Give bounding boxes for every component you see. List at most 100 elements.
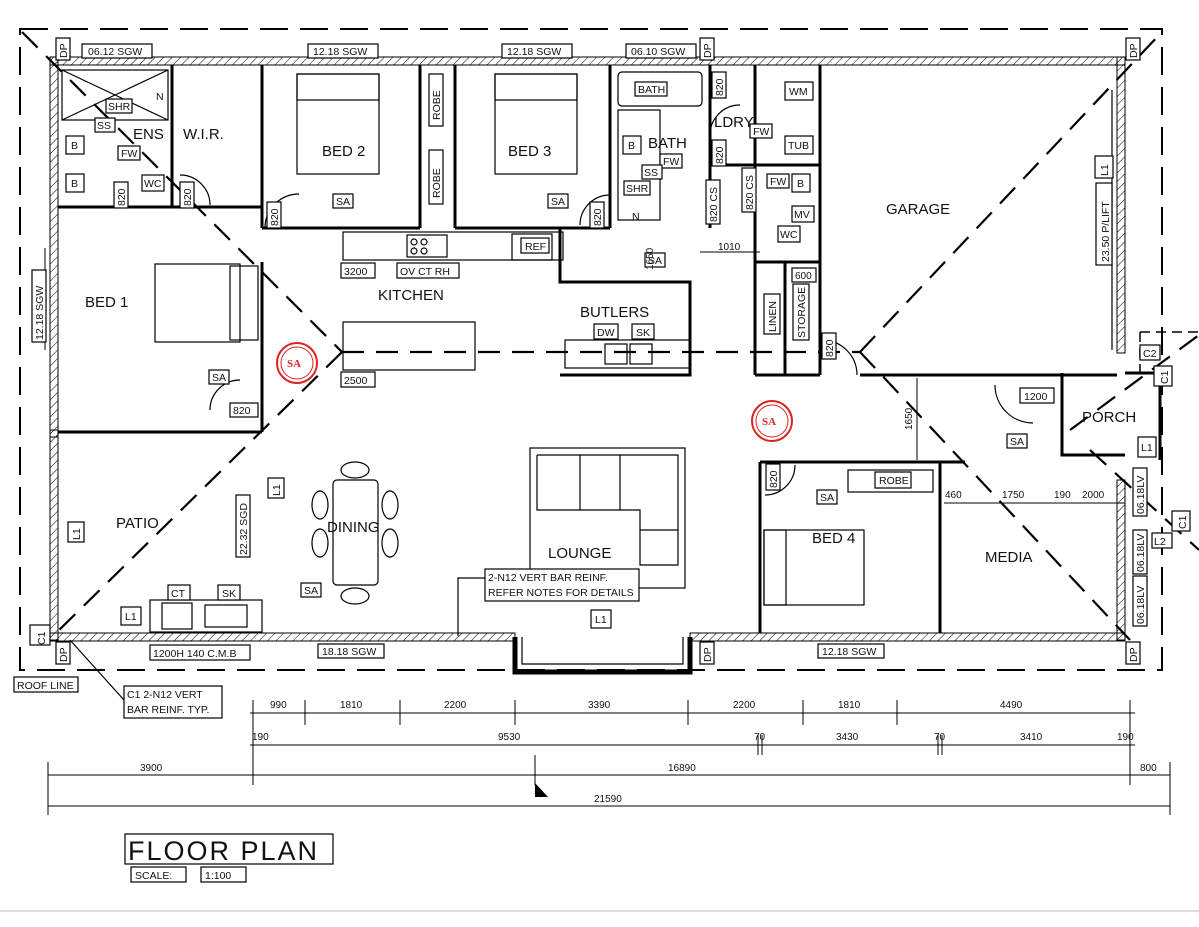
column-note: BAR REINF. TYP. [127,704,209,716]
dim-value: 2200 [444,700,467,711]
tag-smoke-alarm: SA [1010,436,1024,448]
window-tags: 06.12 SGW 12.18 SGW 12.18 SGW 06.10 SGW … [31,43,1148,659]
tag-door-width: 1200 [1024,391,1048,403]
dim-value: 3900 [140,763,163,774]
dim-value: 800 [1140,763,1157,774]
tag-n: N [632,211,640,223]
room-label-lounge: LOUNGE [548,545,611,562]
smoke-alarm-stamps: SA SA [276,342,793,442]
dim-1650-media: 1650 [904,407,915,430]
tag-light: L1 [1099,164,1111,176]
tag-basin: B [797,178,804,190]
window-tag: 12.18 SGW [313,46,367,58]
tag-door: 820 [233,405,251,417]
tag-cavity-door: 820 CS [708,187,720,222]
window-tag: 06.10 SGW [631,46,685,58]
fixture-tags: SHR SS N FW WC B B 820 820 820 820 820 8… [13,37,1191,719]
tag-robe: ROBE [431,90,443,120]
window-tag: 12.18 SGW [822,646,876,658]
tag-fw: FW [121,148,137,160]
dim-value: 2200 [733,700,756,711]
room-label-bed1: BED 1 [85,294,128,311]
tag-shr: SHR [108,101,131,113]
tag-smoke-alarm: SA [336,196,350,208]
tag-light: L1 [595,614,607,626]
tag-cavity-door: 820 CS [744,175,756,210]
dim-value: 190 [252,732,269,743]
tag-smoke-alarm: SA [304,585,318,597]
room-label-patio: PATIO [116,515,159,532]
tag-robe: ROBE [879,475,909,487]
dimension-row-3: 3900 16890 800 [140,763,1157,774]
room-label-garage: GARAGE [886,201,950,218]
dim-value: 16890 [668,763,696,774]
tag-door: 820 [768,470,780,488]
tag-light: L1 [1141,442,1153,454]
tag-washing-machine: WM [789,86,808,98]
tag-bench-length: 3200 [344,266,368,278]
room-label-dining: DINING [327,519,380,536]
tag-fw: FW [753,126,769,138]
window-tag: 06.18LV [1135,534,1147,572]
tag-fridge: REF [525,241,546,253]
tag-cooktop: CT [171,588,186,600]
scale-value: 1:100 [205,870,231,882]
tag-door: 820 [116,188,128,206]
dimension-lines [44,248,1171,815]
room-label-ens: ENS [133,126,164,143]
tag-bath: BATH [638,84,665,96]
tag-door: 820 [592,208,604,226]
tag-dishwasher: DW [597,327,615,339]
room-label-porch: PORCH [1082,409,1136,426]
tag-column-2: C2 [1143,348,1157,360]
tag-downpipe: DP [58,43,70,58]
tag-door: 820 [714,78,726,96]
room-label-media: MEDIA [985,549,1033,566]
tag-oven-cooktop-rangehood: OV CT RH [400,266,450,278]
dim-value: 1810 [340,700,363,711]
room-label-bed3: BED 3 [508,143,551,160]
tag-door: 820 [269,208,281,226]
tag-basin: B [71,140,78,152]
window-tag: 06.18LV [1135,476,1147,514]
door-swings [179,104,1034,496]
window-tag: 18.18 SGW [322,646,376,658]
tag-downpipe: DP [1128,647,1140,662]
dim-value: 3410 [1020,732,1043,743]
dim-1010: 1010 [718,242,741,253]
dim-value: 1810 [838,700,861,711]
tag-column-1: C1 [36,631,48,645]
tag-light: L1 [271,484,283,496]
internal-walls [58,65,1117,633]
dim-1650-butlers: 1650 [645,247,656,270]
tag-storage: STORAGE [796,287,808,338]
tag-n: N [156,91,164,103]
tag-smoke-alarm: SA [551,196,565,208]
tag-door: 820 [714,146,726,164]
tag-bbq-bench: 1200H 140 C.M.B [153,648,236,660]
smoke-alarm-stamp: SA [762,416,776,428]
tag-column-1: C1 [1177,515,1189,529]
reinforcement-note: 2-N12 VERT BAR REINF. [488,572,608,584]
dim-value: 3390 [588,700,611,711]
window-tag: 22.32 SGD [238,503,250,555]
dim-value: 70 [934,732,946,743]
room-label-kitchen: KITCHEN [378,287,444,304]
tag-sink: SK [636,327,650,339]
tag-mechanical-vent: MV [794,209,810,221]
tag-wc: WC [780,229,798,241]
tag-basin: B [71,178,78,190]
drawing-title: FLOOR PLAN [128,836,319,866]
dim-value: 4490 [1000,700,1023,711]
room-label-bed2: BED 2 [322,143,365,160]
dim-value: 21590 [594,794,622,805]
roof-line [19,28,1163,671]
scale-label: SCALE: [135,870,172,882]
tag-door: 820 [182,188,194,206]
tag-smoke-alarm: SA [820,492,834,504]
tag-robe: ROBE [431,168,443,198]
tag-downpipe: DP [58,647,70,662]
internal-dimensions: 1010 600 1650 1650 460 1750 190 2000 [645,242,1105,501]
dim-190: 190 [1054,490,1071,501]
